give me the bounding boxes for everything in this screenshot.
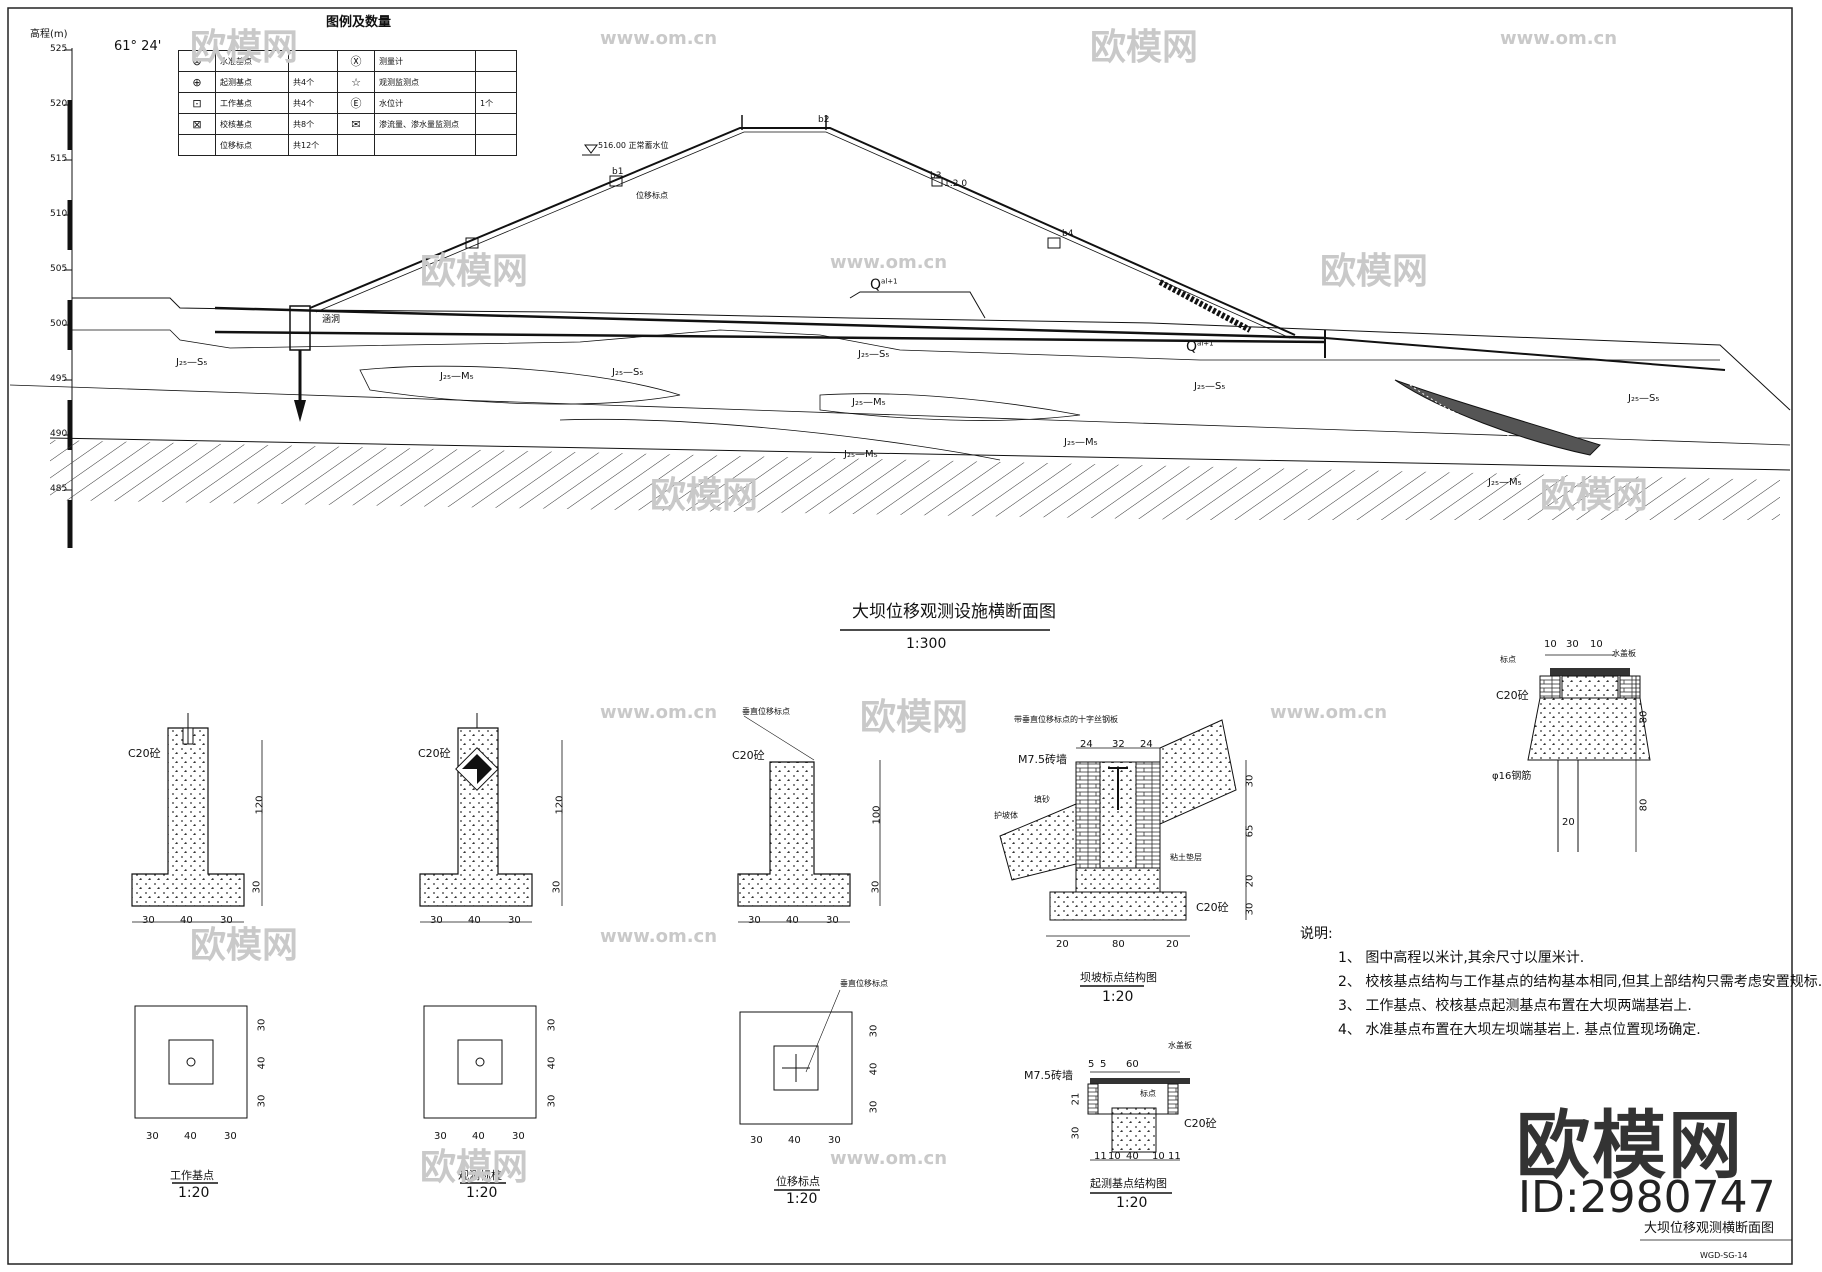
start-base-icon: ⊕ — [178, 71, 216, 93]
berm-label: b4 — [1062, 229, 1074, 239]
watermark: 欧模网 — [1090, 27, 1199, 68]
detail-displacement-marker — [737, 715, 881, 1191]
model-id: ID:2980747 — [1518, 1172, 1776, 1223]
watermark: 欧模网 — [420, 1147, 529, 1188]
detail-start-base — [1087, 1071, 1190, 1194]
detail-check-base — [419, 713, 563, 1184]
dam-cross-section — [9, 48, 1791, 548]
section-scale: 1:300 — [906, 636, 947, 652]
star-icon: ☆ — [337, 71, 375, 93]
legend-row: 位移标点 共12个 — [178, 134, 517, 156]
watermark: 欧模网 — [860, 697, 969, 738]
detail-slope-marker — [999, 719, 1247, 987]
watermark: www.om.cn — [600, 28, 718, 49]
detail-title: 位移标点 — [776, 1175, 820, 1188]
watermark: 欧模网 — [190, 27, 299, 68]
notes: 说明: 1、 图中高程以米计,其余尺寸以厘米计. 2、 校核基点结构与工作基点的… — [1300, 922, 1822, 1042]
seepage-icon: ✉ — [337, 113, 375, 135]
detail-level-base — [1527, 654, 1651, 852]
detail-work-base — [131, 713, 263, 1184]
watermark: www.om.cn — [1270, 702, 1388, 723]
marker-label: 位移标点 — [636, 191, 668, 200]
berm-label: b1 — [612, 167, 624, 177]
watermark: 欧模网 — [190, 925, 299, 966]
slope-label: 1:2.0 — [944, 179, 968, 189]
water-level-label: 516.00 正常蓄水位 — [598, 141, 669, 150]
gauge-icon: Ⓧ — [337, 50, 375, 72]
brand-logo: 欧模网 — [1516, 1103, 1744, 1189]
legend-table: ⊗ 水准基点 Ⓧ 测量计 ⊕ 起测基点 共4个 ☆ 观测监测点 ⊡ 工作基点 共… — [178, 50, 517, 156]
sheet-border — [7, 7, 1793, 1265]
watermark: 欧模网 — [1320, 251, 1429, 292]
note-item: 3、 工作基点、校核基点起测基点布置在大坝两端基岩上. — [1338, 998, 1692, 1014]
watermark: www.om.cn — [600, 926, 718, 947]
watermark: 欧模网 — [1540, 475, 1649, 516]
drawing-number: WGD-SG-14 — [1700, 1251, 1748, 1260]
detail-title: 坝坡标点结构图 — [1080, 971, 1157, 984]
berm-label: b3 — [930, 171, 942, 181]
note-item: 2、 校核基点结构与工作基点的结构基本相同,但其上部结构只需考虑安置规标. — [1338, 974, 1822, 990]
watermark: 欧模网 — [420, 251, 529, 292]
berm-label: b2 — [818, 115, 830, 125]
check-base-icon: ⊠ — [178, 113, 216, 135]
elevation-axis-label: 高程(m) — [30, 29, 68, 40]
section-title: 大坝位移观测设施横断面图 — [852, 602, 1056, 622]
culvert-line — [214, 306, 1326, 340]
dam-outline — [309, 127, 1296, 336]
culvert-label: 涵洞 — [322, 315, 341, 325]
watermark: www.om.cn — [1500, 28, 1618, 49]
watermark: 欧模网 — [650, 475, 759, 516]
detail-title: 起测基点结构图 — [1090, 1177, 1167, 1190]
sheet-title: 大坝位移观测横断面图 — [1644, 1221, 1775, 1236]
water-gauge-icon: Ⓔ — [337, 92, 375, 114]
legend-row: ⊗ 水准基点 Ⓧ 测量计 — [178, 50, 517, 72]
note-item: 1、 图中高程以米计,其余尺寸以厘米计. — [1338, 950, 1585, 966]
watermark: www.om.cn — [830, 1148, 948, 1169]
legend-row: ⊠ 校核基点 共8个 ✉ 渗流量、渗水量监测点 — [178, 113, 517, 135]
detail-title: 工作基点 — [170, 1169, 214, 1182]
watermark: www.om.cn — [600, 702, 718, 723]
bedrock-hatch — [50, 440, 1780, 520]
detail-title: 观测标桩 — [458, 1169, 502, 1182]
angle-label: 61° 24' — [114, 39, 162, 54]
legend-title: 图例及数量 — [326, 15, 392, 30]
q-label: Qal+1 — [870, 277, 898, 293]
note-item: 4、 水准基点布置在大坝左坝端基岩上. 基点位置现场确定. — [1338, 1022, 1701, 1038]
legend-row: ⊕ 起测基点 共4个 ☆ 观测监测点 — [178, 71, 517, 93]
legend-row: ⊡ 工作基点 共4个 Ⓔ 水位计 1个 — [178, 92, 517, 114]
q-label-2: Qal+1 — [1186, 339, 1214, 355]
work-base-icon: ⊡ — [178, 92, 216, 114]
watermark: www.om.cn — [830, 252, 948, 273]
notes-heading: 说明: — [1300, 926, 1333, 942]
